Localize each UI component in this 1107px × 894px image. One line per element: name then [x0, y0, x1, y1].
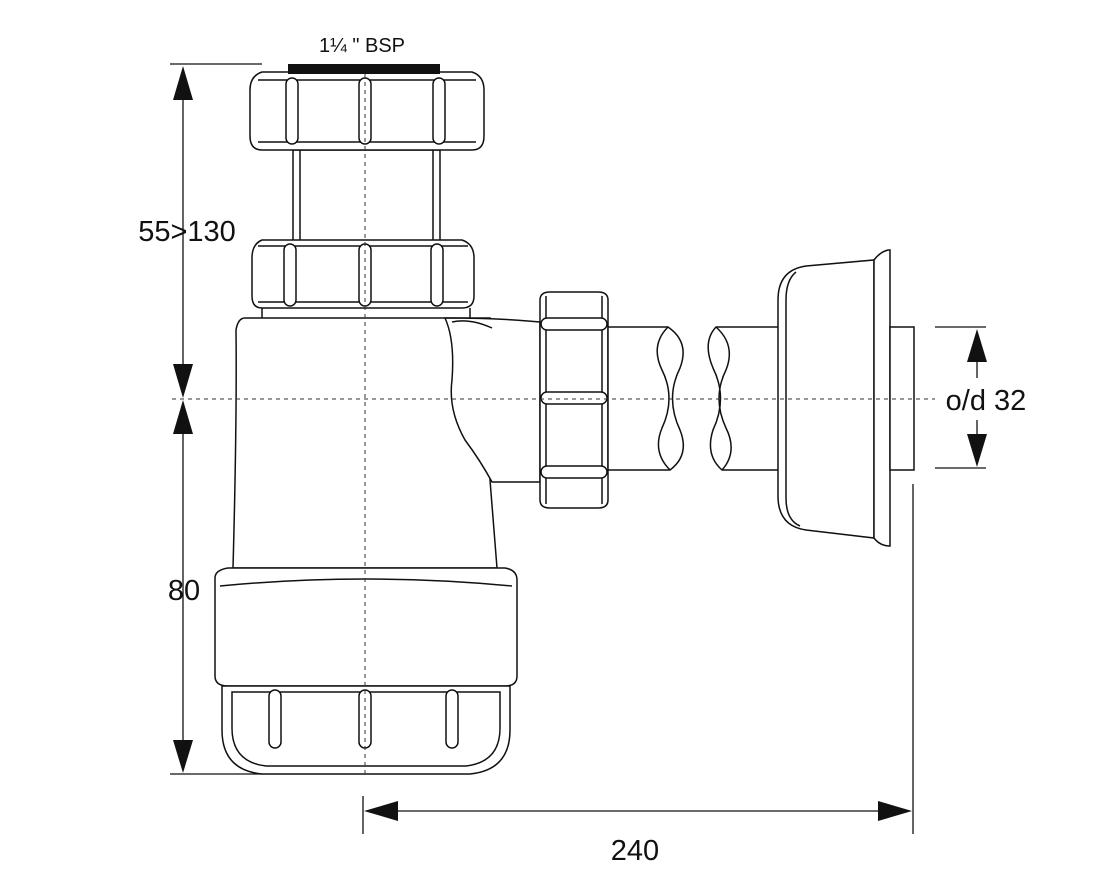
- nut-rib: [285, 77, 299, 145]
- bottom-cap: [221, 685, 511, 775]
- tailpipe: [292, 149, 441, 243]
- arrow-head: [173, 740, 193, 773]
- arrow-head: [364, 801, 398, 821]
- nut-rib: [430, 243, 444, 307]
- trap-body: [232, 308, 541, 569]
- wall-flange: [777, 249, 915, 547]
- collar-ridge: [219, 578, 513, 587]
- arrow-head: [173, 400, 193, 434]
- lower-inlet-nut: [251, 239, 475, 309]
- arrow-head: [967, 329, 987, 362]
- height-adjust-label: 55>130: [138, 216, 236, 248]
- side-port-curve: [443, 317, 541, 483]
- outlet-nut-rib: [540, 391, 608, 405]
- collar-band: [214, 567, 518, 687]
- outlet-diameter-dimension: [967, 329, 987, 467]
- inlet-tailpipe: [292, 149, 441, 243]
- extension-lines: [170, 63, 986, 834]
- centre-lines: [172, 74, 935, 776]
- arrow-head: [967, 434, 987, 467]
- outlet-nut-rib: [540, 465, 608, 479]
- bottle-collar: [214, 567, 518, 687]
- arrow-head: [173, 364, 193, 398]
- height-adjust-dimension: [173, 66, 193, 398]
- outlet-diameter-label: o/d 32: [946, 385, 1027, 417]
- body-neck-lines: [261, 308, 471, 318]
- nut-rib: [432, 77, 446, 145]
- lower-height-dimension: [173, 400, 193, 773]
- nut-rib: [358, 77, 372, 145]
- arrow-head: [173, 66, 193, 100]
- lower-height-label: 80: [168, 575, 200, 607]
- flange-body: [777, 259, 875, 539]
- reach-label: 240: [611, 835, 659, 867]
- reach-dimension: [364, 801, 912, 821]
- outlet-nut: [539, 291, 609, 509]
- thread-seal-bar: [288, 64, 440, 74]
- bottom-cap-inner: [231, 691, 501, 767]
- cap-rib: [268, 689, 282, 749]
- outlet-nut-rib: [540, 317, 608, 331]
- side-port-inner: [451, 320, 493, 329]
- cap-rib: [445, 689, 459, 749]
- nut-rib: [283, 243, 297, 307]
- arrow-head: [878, 801, 912, 821]
- upper-inlet-nut: [249, 64, 485, 151]
- flange-plate: [873, 249, 891, 547]
- thread-label: 1¼ " BSP: [319, 35, 405, 57]
